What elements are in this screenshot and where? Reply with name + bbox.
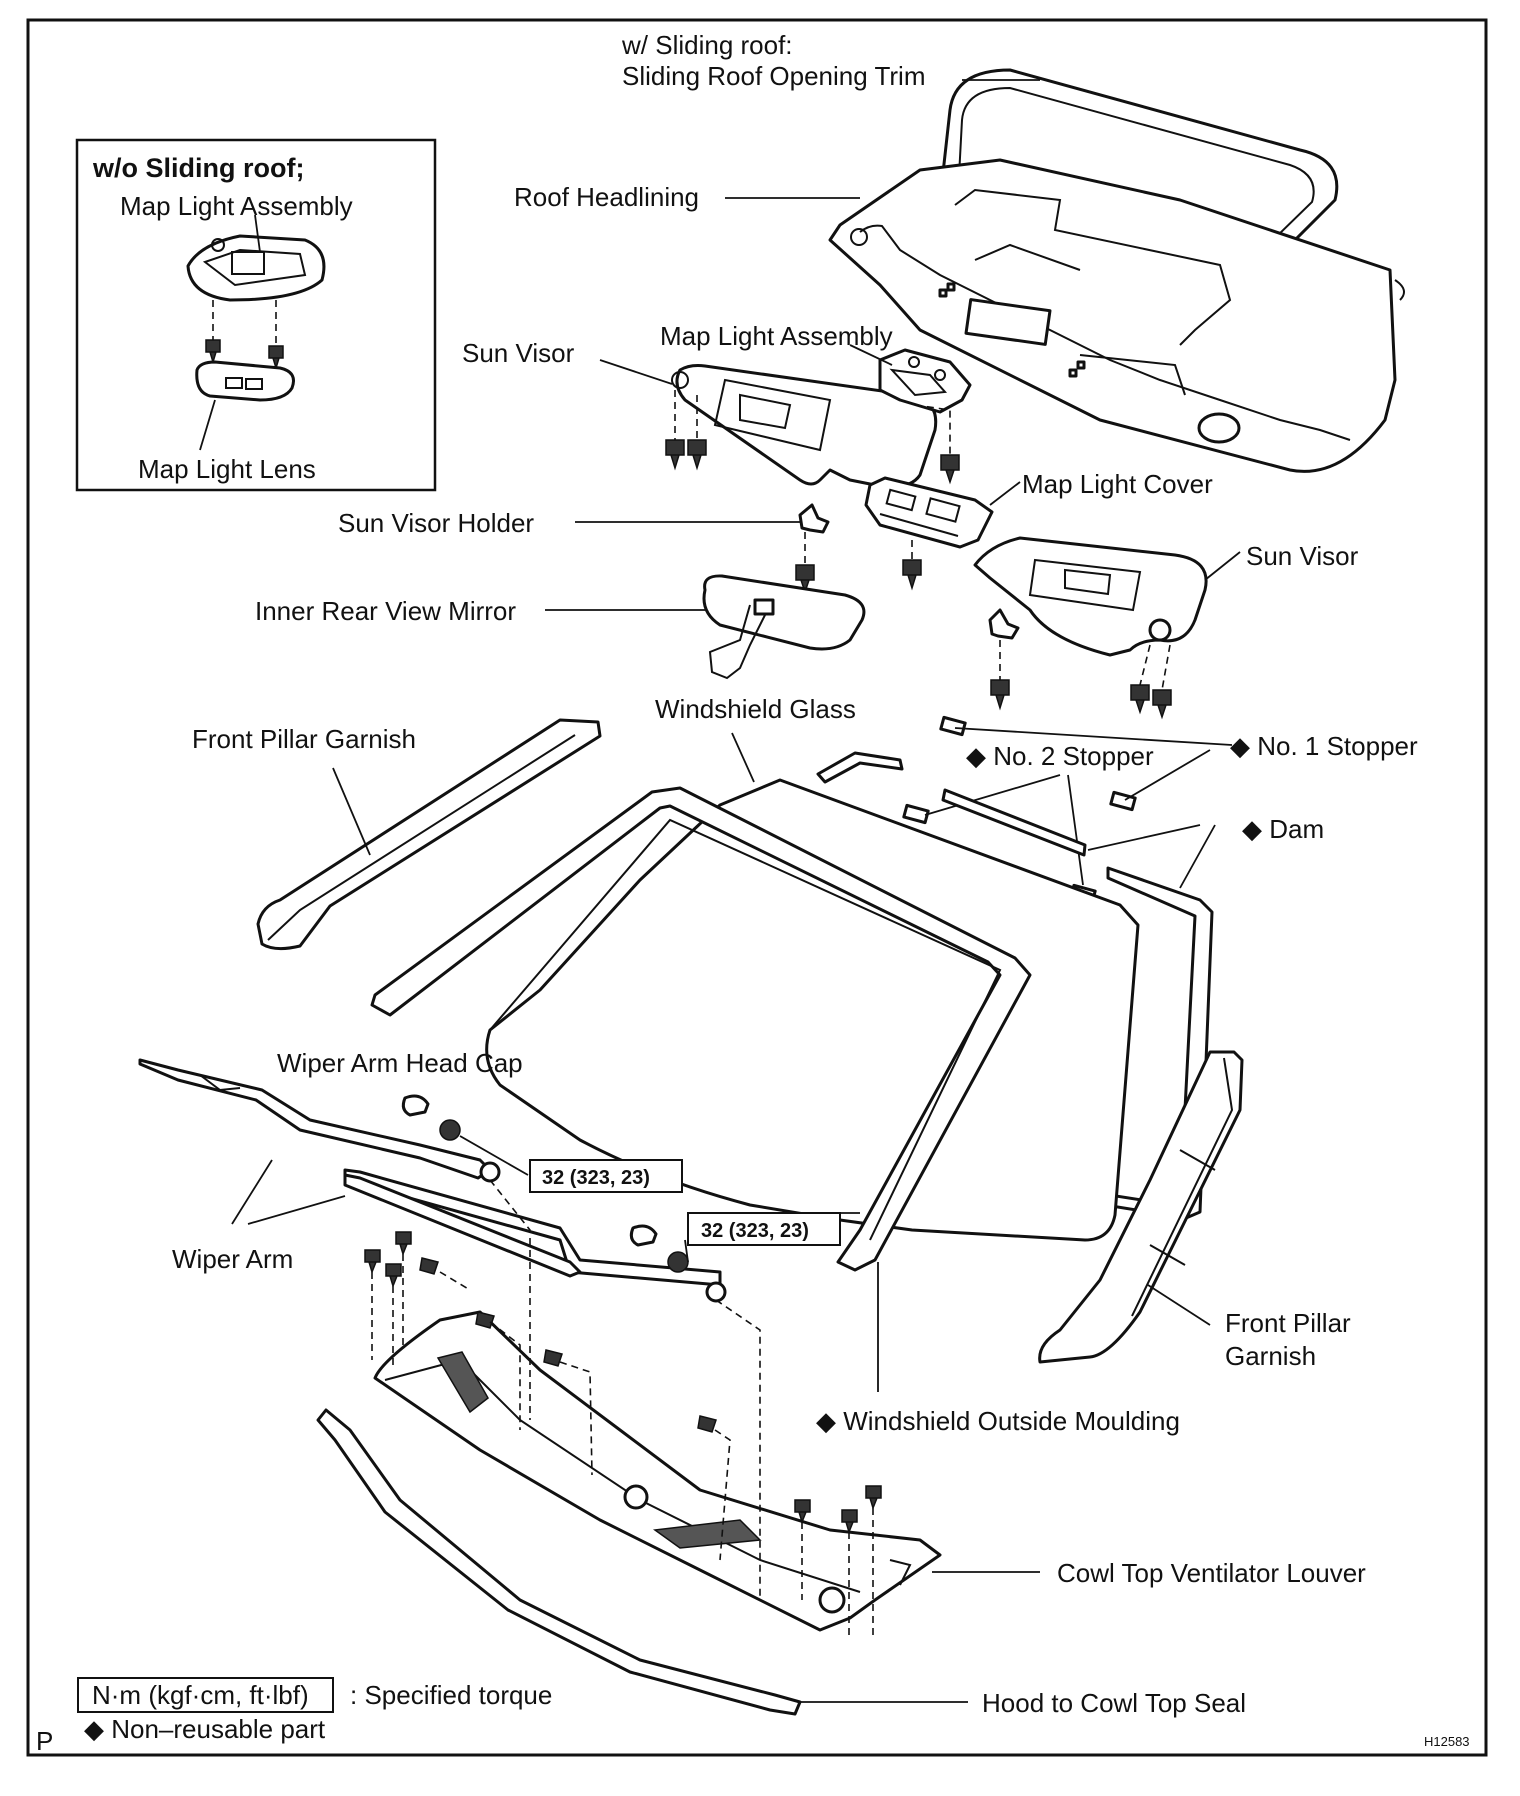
front-pillar-garnish-right-part xyxy=(1038,1050,1244,1364)
sun-visor-holder-screw xyxy=(795,564,815,595)
windshield-outside-moulding-part xyxy=(370,786,1032,1272)
front-pillar-garnish-left-part xyxy=(256,718,602,951)
label-sliding-roof-opening-trim: Sliding Roof Opening Trim xyxy=(622,61,925,91)
wiper-arm-lower-part xyxy=(343,1168,722,1287)
torque-box-2 xyxy=(687,1212,841,1246)
map-light-assembly-part xyxy=(878,348,972,414)
label-inset-map-light-assembly: Map Light Assembly xyxy=(120,191,353,221)
wiper-arm-head-cap-parts xyxy=(401,1094,658,1247)
label-map-light-cover: Map Light Cover xyxy=(1022,469,1213,499)
cowl-screw-icons xyxy=(364,1231,882,1535)
wiper-nut-icons xyxy=(439,1119,727,1303)
label-dam: ◆ Dam xyxy=(1242,814,1324,844)
label-no2-stopper: ◆ No. 2 Stopper xyxy=(966,741,1154,771)
label-roof-headlining: Roof Headlining xyxy=(514,182,699,212)
label-sun-visor-left: Sun Visor xyxy=(462,338,575,368)
sun-visor-holder-part xyxy=(798,503,830,534)
label-sun-visor-right: Sun Visor xyxy=(1246,541,1359,571)
label-sliding-roof-note: w/ Sliding roof: xyxy=(621,30,793,60)
corner-marker-p: P xyxy=(36,1726,53,1756)
label-inner-rear-view-mirror: Inner Rear View Mirror xyxy=(255,596,516,626)
sun-visor-right-screws xyxy=(990,679,1172,720)
cowl-top-ventilator-louver-part xyxy=(373,1310,942,1632)
torque-unit-box xyxy=(77,1677,334,1713)
map-light-cover-part xyxy=(864,476,994,549)
label-windshield-glass: Windshield Glass xyxy=(655,694,856,724)
label-front-pillar-garnish-right-line2: Garnish xyxy=(1225,1341,1316,1371)
label-wiper-arm-head-cap: Wiper Arm Head Cap xyxy=(277,1048,523,1078)
label-torque-2: 32 (323, 23) xyxy=(701,1220,809,1242)
legend-torque-unit: N·m (kgf·cm, ft·lbf) xyxy=(92,1680,309,1710)
sun-visor-right-part xyxy=(973,536,1208,657)
label-front-pillar-garnish-right-line1: Front Pillar xyxy=(1225,1308,1351,1338)
label-inset-map-light-lens: Map Light Lens xyxy=(138,454,316,484)
label-no1-stopper: ◆ No. 1 Stopper xyxy=(1230,731,1418,761)
label-sun-visor-holder: Sun Visor Holder xyxy=(338,508,534,538)
label-front-pillar-garnish-left: Front Pillar Garnish xyxy=(192,724,416,754)
label-hood-to-cowl-top-seal: Hood to Cowl Top Seal xyxy=(982,1688,1246,1718)
inset-screw-icons xyxy=(205,339,284,371)
label-cowl-top-ventilator-louver: Cowl Top Ventilator Louver xyxy=(1057,1558,1366,1588)
inner-rear-view-mirror-part xyxy=(702,574,866,680)
legend-torque-desc: : Specified torque xyxy=(350,1680,552,1710)
sun-visor-holder-right-part xyxy=(988,608,1020,640)
map-light-cover-screw xyxy=(902,559,922,591)
figure-code: H12583 xyxy=(1424,1734,1470,1749)
roof-headlining-part xyxy=(828,158,1405,473)
inset-box xyxy=(75,138,437,492)
inset-map-light-lens-part xyxy=(195,360,295,402)
outer-frame xyxy=(26,18,1488,1757)
torque-box-1 xyxy=(529,1159,683,1193)
label-torque-1: 32 (323, 23) xyxy=(542,1167,650,1189)
no1-stopper-parts xyxy=(939,715,1137,812)
label-windshield-outside-moulding: ◆ Windshield Outside Moulding xyxy=(816,1406,1180,1436)
sun-visor-left-screws xyxy=(665,439,707,471)
label-wiper-arm: Wiper Arm xyxy=(172,1244,293,1274)
label-map-light-assembly: Map Light Assembly xyxy=(660,321,893,351)
legend-non-reusable: ◆ Non–reusable part xyxy=(84,1714,326,1744)
map-light-screw xyxy=(940,454,960,485)
inset-map-light-assembly-part xyxy=(186,234,326,302)
label-inset-title: w/o Sliding roof; xyxy=(92,153,304,183)
